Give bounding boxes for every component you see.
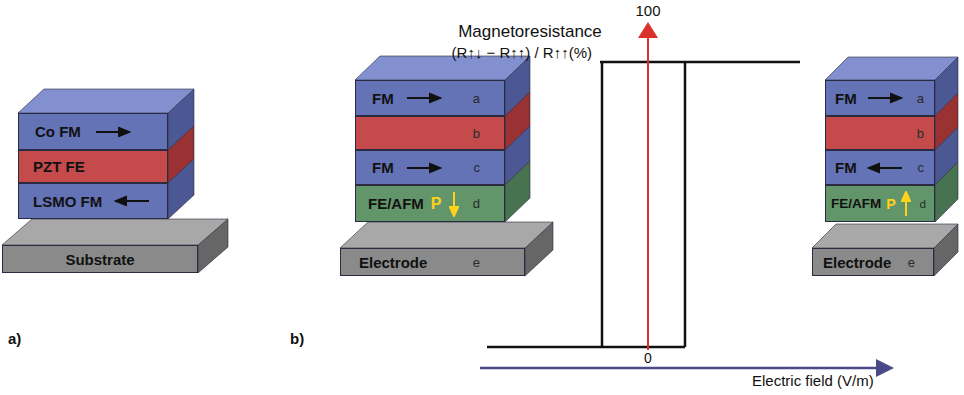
magnetization-arrow [406, 162, 442, 174]
layer-letter: b [473, 126, 480, 141]
layer-side-face [505, 161, 530, 222]
layer-box: PZT FE [18, 150, 168, 183]
layer-label: FM [372, 159, 394, 176]
polarization-label: P [886, 196, 896, 212]
layer-letter: e [473, 255, 480, 270]
layer-top-face [2, 219, 228, 245]
polarization-arrow [902, 192, 910, 216]
hysteresis-loop [487, 62, 800, 347]
layer-letter: a [917, 91, 924, 106]
layer-letter: c [474, 160, 481, 175]
layer-label: Co FM [35, 123, 81, 140]
layer-box: Co FM [18, 113, 168, 150]
magnetization-arrow [96, 128, 129, 136]
magnetization-arrow [406, 92, 442, 104]
axis-title: Magnetoresistance [458, 22, 602, 42]
layer-letter: b [917, 126, 924, 141]
electric-field-axis [480, 367, 880, 370]
polarization-label: P [431, 195, 442, 213]
layer-box: FM a [825, 80, 935, 116]
layer-box: FM a [355, 80, 505, 116]
magnetization-arrow [407, 164, 440, 172]
tick-label: 100 [635, 2, 660, 19]
layer-label: FM [835, 90, 857, 107]
magnetoresistance-axis [647, 30, 649, 350]
magnetization-arrow [869, 164, 902, 172]
layer-letter: d [919, 197, 926, 210]
layer-box: Electrode e [812, 248, 934, 276]
layer-label: FM [372, 90, 394, 107]
layer-side-face [935, 162, 958, 222]
panel-label: b) [290, 330, 304, 347]
layer-label: FE/AFM [831, 196, 881, 211]
layer-box: FM c [355, 150, 505, 185]
panel-label: a) [8, 330, 21, 347]
layer-box: Electrode e [340, 248, 525, 276]
axis-formula: (R↑↓ − R↑↑) / R↑↑(%) [452, 44, 592, 61]
layer-label: FE/AFM [368, 195, 424, 212]
layer-box: FM c [825, 150, 935, 185]
polarization-arrow [901, 191, 911, 217]
layer-side-face [168, 159, 194, 219]
layer-box: b [825, 116, 935, 150]
layer-label: FM [835, 159, 857, 176]
layer-letter: c [918, 160, 925, 175]
layer-label: Substrate [65, 251, 134, 268]
magnetization-arrow [407, 94, 440, 102]
layer-letter: e [908, 255, 915, 270]
layer-top-face [340, 222, 553, 248]
magnetization-arrow [114, 195, 150, 207]
layer-box: FE/AFM Pd [825, 185, 935, 222]
tick-label: 0 [644, 350, 652, 366]
magnetization-arrow [116, 197, 149, 205]
magnetization-arrow [867, 162, 903, 174]
magnetization-arrow [868, 94, 901, 102]
layer-top-face [812, 224, 958, 248]
layer-box: Substrate [2, 245, 198, 273]
layer-letter: a [473, 91, 480, 106]
axis-arrowhead [638, 22, 658, 38]
layer-box: LSMO FM [18, 183, 168, 219]
layer-label: LSMO FM [33, 193, 102, 210]
layer-letter: d [473, 196, 480, 211]
polarization-arrow [450, 192, 458, 216]
layer-label: Electrode [359, 254, 427, 271]
layer-box: b [355, 116, 505, 150]
layer-top-face [18, 89, 194, 113]
layer-label: PZT FE [33, 158, 85, 175]
magnetization-arrow [95, 126, 131, 138]
layer-label: Electrode [823, 254, 891, 271]
axis-arrowhead [876, 359, 894, 377]
polarization-arrow [449, 191, 459, 217]
layer-box: FE/AFM Pd [355, 185, 505, 222]
layer-top-face [825, 57, 958, 80]
magnetization-arrow [867, 92, 903, 104]
axis-title: Electric field (V/m) [752, 372, 874, 389]
